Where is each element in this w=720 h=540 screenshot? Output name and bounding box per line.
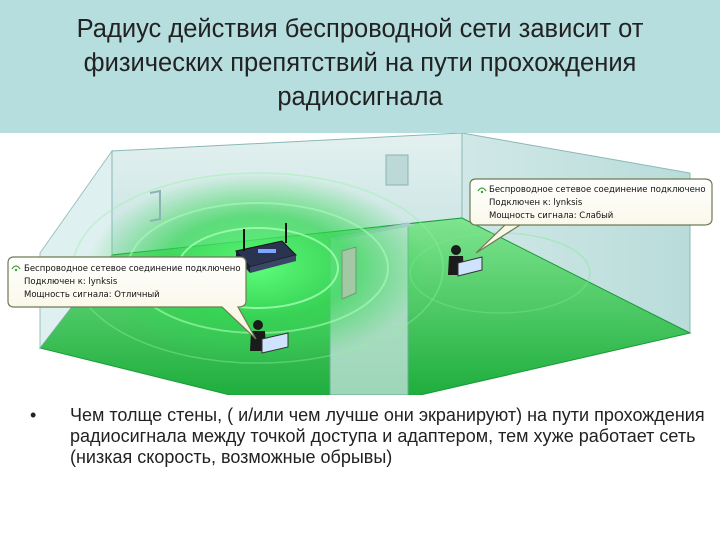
page-title: Радиус действия беспроводной сети зависи… [30,12,690,114]
callout-line: Подключен к: lynksis [489,198,583,208]
window-icon [386,155,408,185]
callout-line: Беспроводное сетевое соединение подключе… [489,185,706,195]
wireless-range-illustration: Беспроводное сетевое соединение подключе… [0,133,720,395]
door-icon [342,247,356,299]
callout-line: Мощность сигнала: Слабый [489,211,613,221]
bullet-marker: • [30,405,36,426]
callout-line: Подключен к: lynksis [24,277,118,287]
bullet-text: Чем толще стены, ( и/или чем лучше они э… [70,405,710,468]
callout-line: Беспроводное сетевое соединение подключе… [24,264,241,274]
callout-line: Мощность сигнала: Отличный [24,290,160,300]
